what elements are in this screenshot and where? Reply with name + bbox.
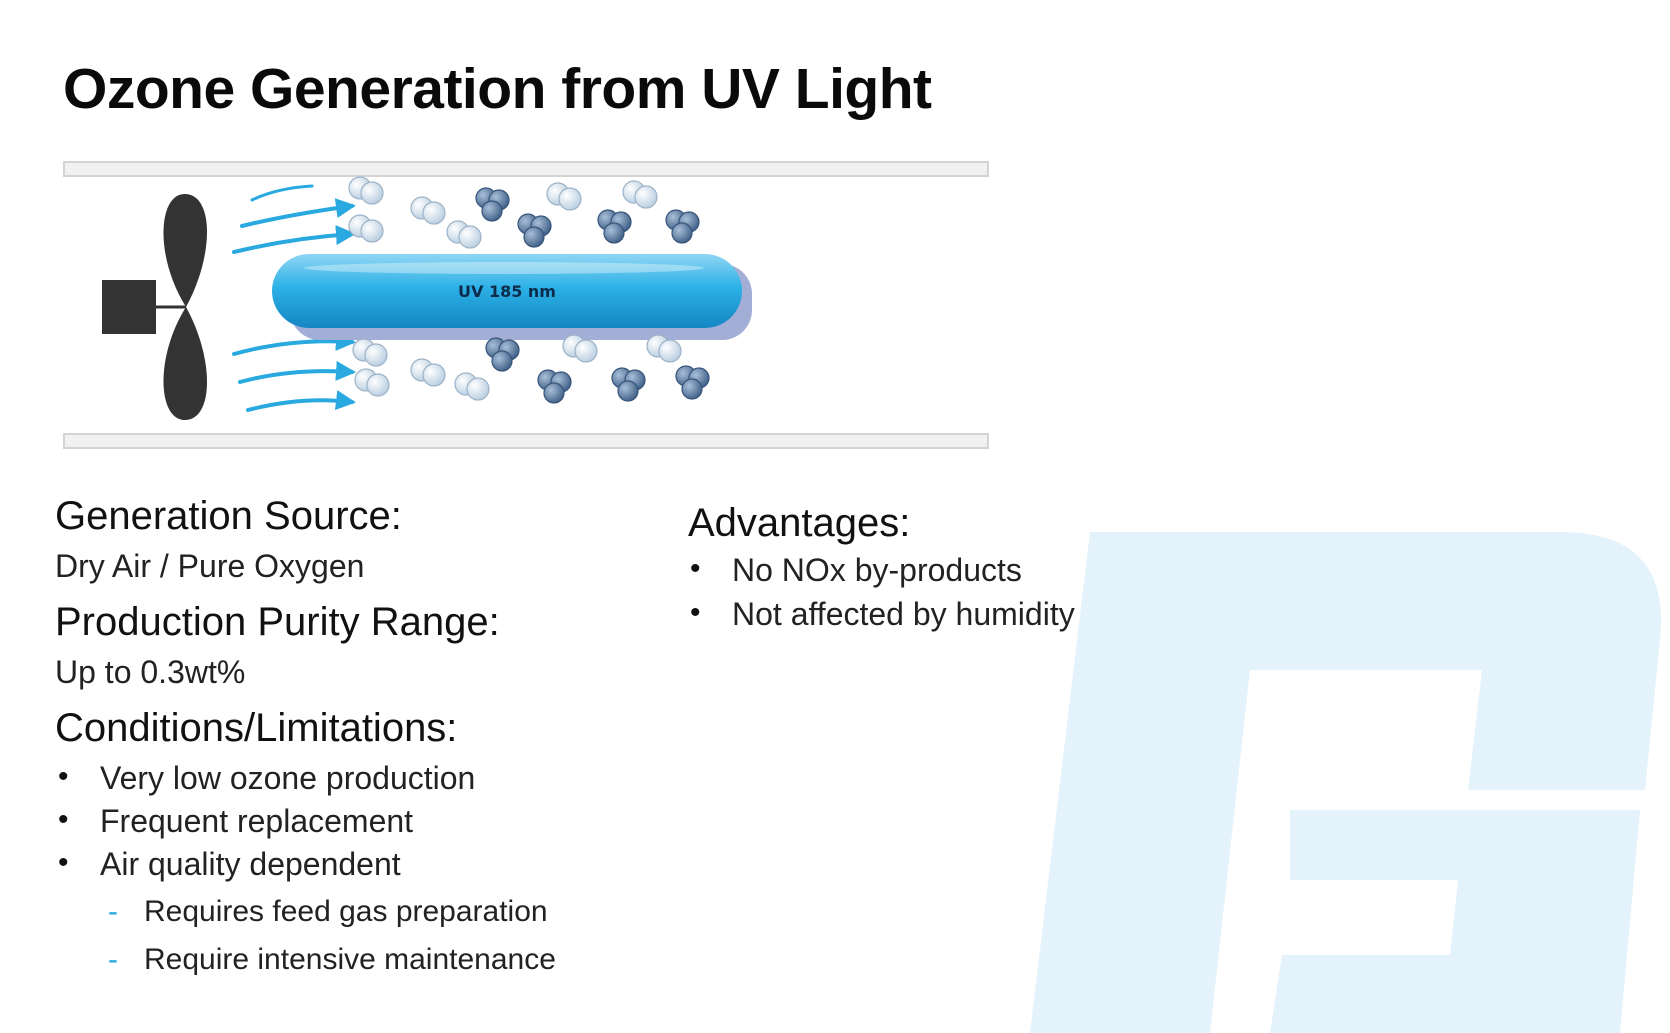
advantages-heading: Advantages: [688,501,911,545]
ozone-molecule-icon [675,365,710,400]
ozone-molecule-icon [485,337,520,372]
page-title: Ozone Generation from UV Light [63,57,932,121]
ozone-molecule-icon [665,209,700,244]
oxygen-molecule-icon [446,220,482,249]
oxygen-molecule-icon [352,338,388,367]
oxygen-molecule-icon [562,334,598,363]
conditions-list: Very low ozone production Frequent repla… [58,760,475,889]
generation-source-value: Dry Air / Pure Oxygen [55,548,365,584]
oxygen-molecule-icon [410,358,446,387]
conditions-subitem: Requires feed gas preparation [108,895,556,943]
oxygen-molecule-icon [622,180,658,209]
fan-icon [102,193,207,421]
purity-heading: Production Purity Range: [55,600,500,644]
oxygen-molecule-icon [546,182,582,211]
ozone-molecules [475,187,710,404]
oxygen-molecule-icon [348,214,384,243]
conditions-item: Air quality dependent [58,846,475,889]
oxygen-molecules [348,176,682,401]
conditions-item: Very low ozone production [58,760,475,803]
uv-lamp: UV 185 nm [272,254,752,340]
generation-source-heading: Generation Source: [55,494,402,538]
ozone-molecule-icon [517,213,552,248]
oxygen-molecule-icon [410,196,446,225]
ozone-molecule-icon [475,187,510,222]
duct-walls [63,161,989,449]
conditions-heading: Conditions/Limitations: [55,706,458,750]
conditions-sublist: Requires feed gas preparation Require in… [108,895,556,991]
ozone-molecule-icon [597,209,632,244]
conditions-subitem: Require intensive maintenance [108,943,556,991]
ozone-molecule-icon [611,367,646,402]
oxygen-molecule-icon [454,372,490,401]
oxygen-molecule-icon [348,176,384,205]
oxygen-molecule-icon [646,334,682,363]
uv-ozone-diagram: UV 185 nm [63,161,989,449]
advantages-list: No NOx by-products Not affected by humid… [690,552,1075,640]
advantages-item: Not affected by humidity [690,596,1075,640]
ozone-molecule-icon [537,369,572,404]
advantages-item: No NOx by-products [690,552,1075,596]
conditions-item: Frequent replacement [58,803,475,846]
airflow-arrows [232,184,356,412]
uv-lamp-label: UV 185 nm [458,282,556,301]
oxygen-molecule-icon [354,368,390,397]
purity-value: Up to 0.3wt% [55,654,246,690]
